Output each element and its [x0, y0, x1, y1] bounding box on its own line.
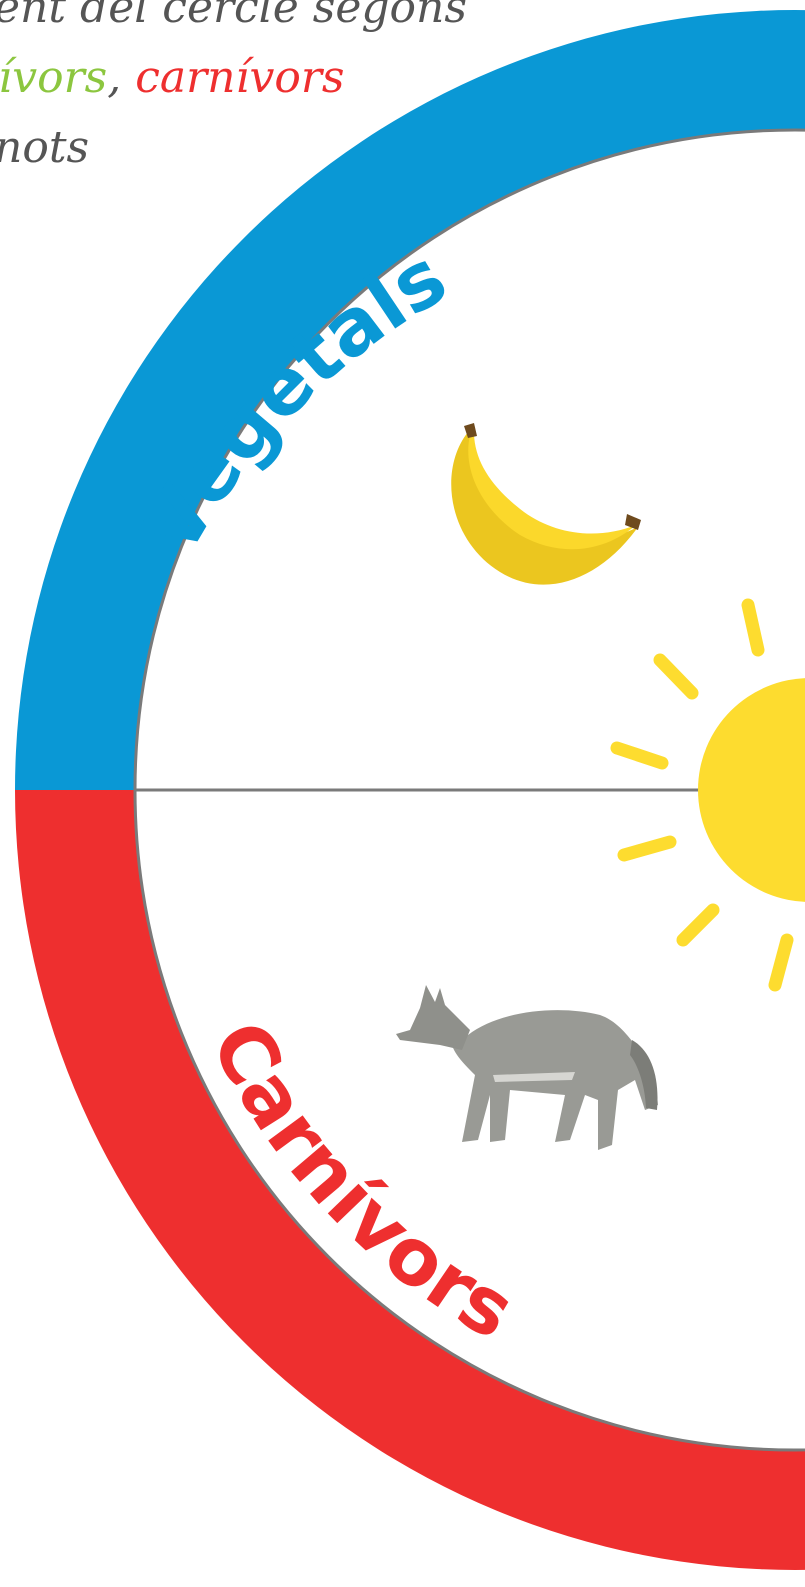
diagram-canvas: ent del cercle segons bívors, carnívors … [0, 0, 805, 1587]
diet-wheel: Vegetals Carnívors [0, 0, 805, 1587]
